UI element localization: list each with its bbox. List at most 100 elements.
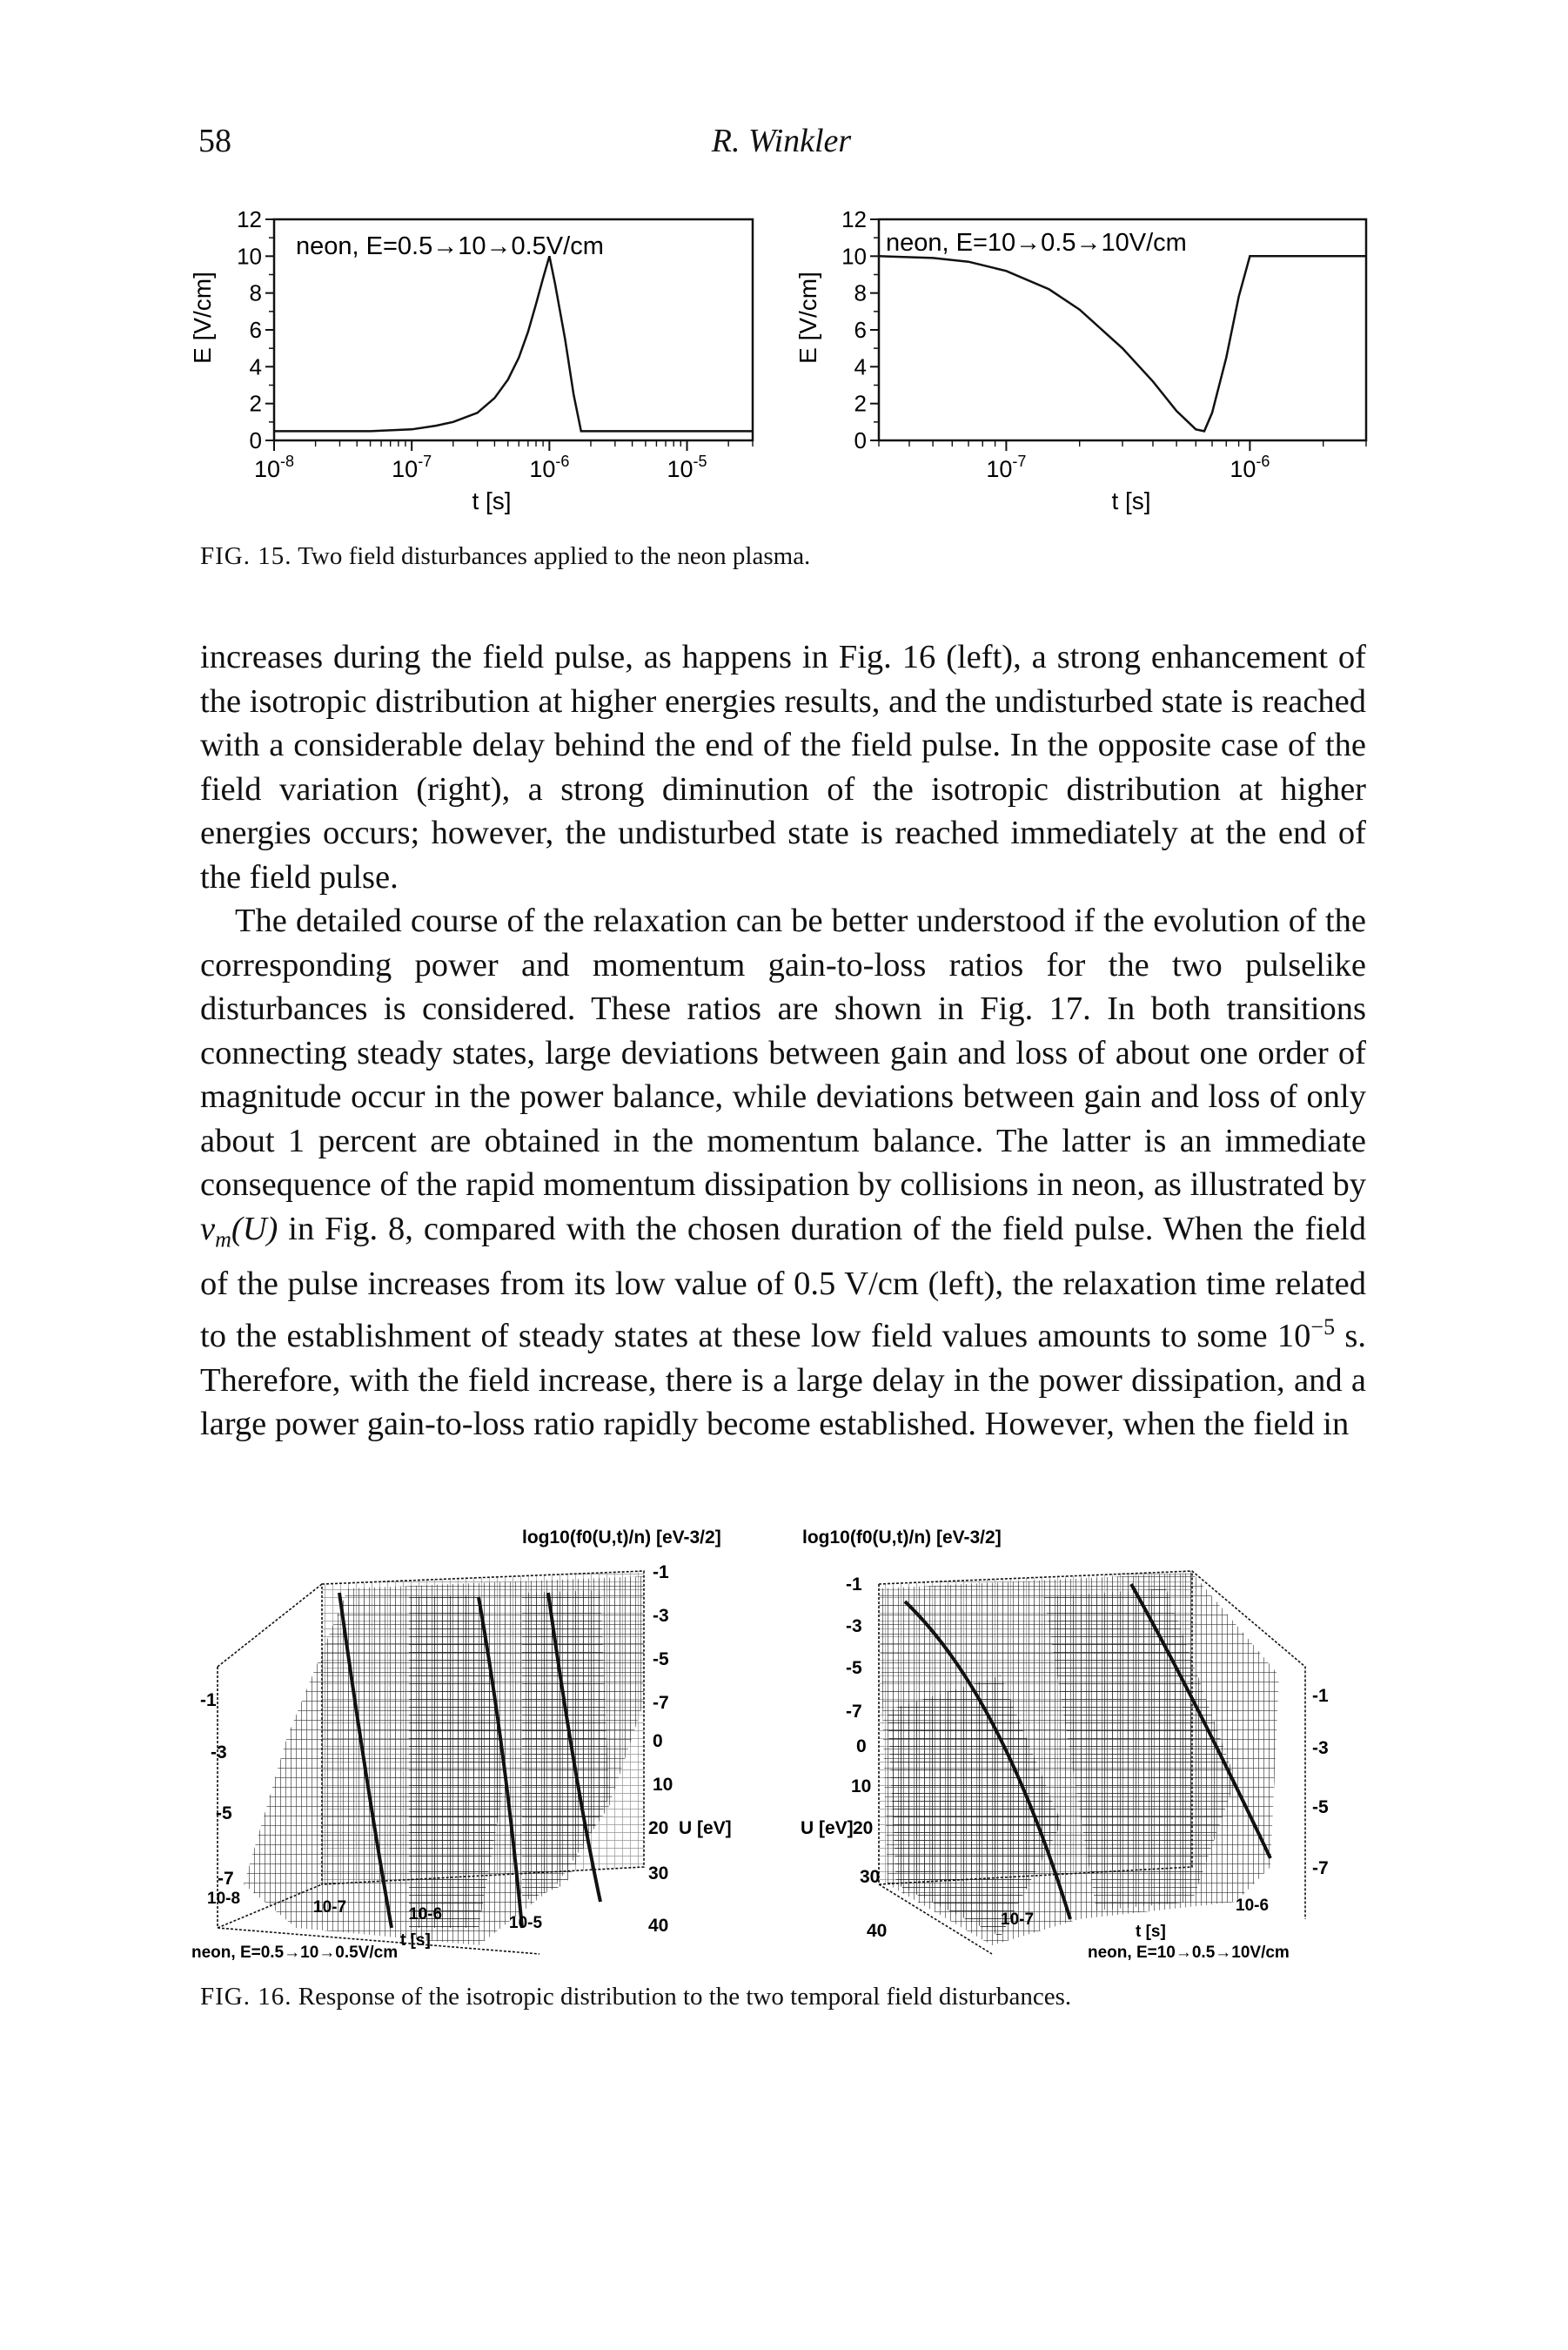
fig16-right-t-ticks: 10-7 10-6 t [s]	[1001, 1897, 1269, 1941]
svg-text:10-6: 10-6	[1236, 1897, 1269, 1915]
running-head: R. Winkler	[711, 123, 852, 159]
fig16-caption-label: FIG. 16.	[200, 1983, 292, 2011]
svg-text:-1: -1	[653, 1562, 669, 1582]
fig15-left-xtick-label: 10-7	[392, 453, 432, 482]
svg-text:30: 30	[648, 1863, 668, 1883]
fig15-right-ytick-label: 8	[854, 280, 867, 306]
svg-text:-1: -1	[1312, 1686, 1329, 1706]
svg-text:-5: -5	[1312, 1797, 1329, 1817]
fig15-left-xtick-label: 10-6	[529, 453, 569, 482]
fig16-left-surface: log10(f0(U,t)/n) [eV-3/2] -1 -3 -5 -7 -1…	[191, 1528, 732, 1962]
fig16-left-zlabel: log10(f0(U,t)/n) [eV-3/2]	[522, 1528, 721, 1548]
fig15-left-chart: E [V/cm] 0 2 4 6 8 10 12 10-8 10-7 10-6 10-5 neon…	[189, 206, 754, 514]
fig16-left-ridge	[338, 1592, 602, 1929]
svg-text:-3: -3	[211, 1742, 227, 1762]
fig16-right-u-ticks: 0 10 U [eV] 20 30 40	[801, 1736, 887, 1941]
svg-text:0: 0	[653, 1731, 663, 1751]
fig15-right-ytick-label: 4	[854, 353, 867, 379]
svg-text:30: 30	[860, 1867, 880, 1887]
svg-text:-5: -5	[846, 1658, 862, 1678]
fig16-right-z-ticks-left: -1 -3 -5 -7	[846, 1574, 862, 1722]
fig16-left-u-label: U [eV]	[679, 1818, 732, 1838]
body-text: increases during the field pulse, as hap…	[200, 635, 1366, 1447]
fig15-right-series-line	[878, 255, 1366, 433]
fig15-left-xticks: 10-8 10-7 10-6 10-5	[254, 440, 754, 482]
fig15-right-ytick-label: 0	[854, 427, 867, 453]
svg-text:-3: -3	[846, 1616, 862, 1636]
fig16-left-z-ticks-left: -1 -3 -5 -7	[200, 1690, 234, 1889]
svg-text:20: 20	[853, 1818, 873, 1838]
fig16-right-z-ticks-right: -1 -3 -5 -7	[1312, 1686, 1329, 1878]
svg-text:-1: -1	[846, 1574, 862, 1595]
fig15-left-frame	[272, 218, 754, 442]
svg-text:-7: -7	[218, 1869, 234, 1889]
fig16-left-surface-mesh-2	[409, 1595, 505, 1928]
svg-text:-5: -5	[216, 1803, 232, 1823]
fig15-left-ytick-label: 2	[250, 391, 262, 417]
fig15-caption-text: Two field disturbances applied to the ne…	[298, 542, 811, 570]
fig15-left-ytick-label: 6	[250, 317, 262, 343]
fig16-right-surface-mesh-3	[1044, 1588, 1236, 1910]
fig15-left-xtick-label: 10-5	[667, 453, 707, 482]
fig15-right-ylabel: E [V/cm]	[794, 272, 821, 364]
fig16-right-zlabel: log10(f0(U,t)/n) [eV-3/2]	[802, 1528, 1002, 1548]
fig15-left-xlabel: t [s]	[472, 487, 511, 514]
svg-text:0: 0	[856, 1736, 867, 1756]
fig15-left-title: neon, E=0.5→10→0.5V/cm	[296, 232, 604, 260]
svg-text:10: 10	[851, 1776, 871, 1796]
svg-text:10: 10	[653, 1775, 673, 1795]
fig15-left-ytick-label: 8	[250, 280, 262, 306]
fig15-left-yticks: 0 2 4 6 8 10 12	[237, 206, 274, 453]
fig15-right-yticks: 0 2 4 6 8 10 12	[841, 206, 879, 453]
svg-text:10-6: 10-6	[409, 1905, 442, 1924]
fig15-caption-label: FIG. 15.	[200, 542, 292, 570]
body-paragraph-2: The detailed course of the relaxation ca…	[200, 903, 1366, 1443]
fig15-left-ytick-label: 4	[250, 353, 262, 379]
fig16-left-u-ticks: 0 10 20 U [eV] 30 40	[648, 1731, 732, 1936]
svg-text:-7: -7	[846, 1702, 862, 1722]
svg-text:10-7: 10-7	[313, 1898, 346, 1917]
fig15-right-ytick-label: 10	[841, 243, 867, 269]
page-number: 58	[198, 123, 231, 159]
svg-text:-7: -7	[653, 1693, 669, 1713]
fig15-left-ylabel: E [V/cm]	[189, 272, 216, 364]
body-paragraph-1: increases during the field pulse, as hap…	[200, 639, 1366, 896]
fig16-left-t-ticks: 10-8 10-7 10-6 10-5 t [s]	[207, 1890, 542, 1950]
fig15-right-ytick-label: 2	[854, 391, 867, 417]
svg-text:10-8: 10-8	[207, 1890, 240, 1908]
svg-text:-7: -7	[1312, 1858, 1329, 1878]
svg-text:40: 40	[867, 1921, 887, 1941]
fig15-left-ytick-label: 12	[237, 206, 262, 232]
fig15-left-ytick-label: 10	[237, 243, 262, 269]
svg-text:20: 20	[648, 1818, 668, 1838]
svg-text:10-5: 10-5	[509, 1914, 542, 1932]
svg-text:-3: -3	[1312, 1738, 1329, 1758]
fig15-caption: FIG. 15. Two field disturbances applied …	[200, 542, 810, 571]
svg-text:10-7: 10-7	[1001, 1910, 1034, 1929]
fig15-left-series-line	[274, 255, 753, 433]
fig16-caption-text: Response of the isotropic distribution t…	[298, 1983, 1072, 2011]
svg-text:40: 40	[648, 1916, 668, 1936]
svg-text:-5: -5	[653, 1649, 669, 1669]
fig16-caption: FIG. 16. Response of the isotropic distr…	[200, 1983, 1071, 2011]
svg-text:-3: -3	[653, 1606, 669, 1626]
fig15-right-xtick-label: 10-7	[986, 453, 1026, 482]
fig16-left-condition: neon, E=0.5→10→0.5V/cm	[191, 1944, 398, 1962]
fig15-left-ytick-label: 0	[250, 427, 262, 453]
fig15-left-xtick-label: 10-8	[254, 453, 294, 482]
fig16-right-condition: neon, E=10→0.5→10V/cm	[1088, 1944, 1290, 1962]
fig15-right-frame	[877, 218, 1368, 442]
fig15-right-ytick-label: 6	[854, 317, 867, 343]
fig15-right-ytick-label: 12	[841, 206, 867, 232]
svg-text:-1: -1	[200, 1690, 217, 1710]
fig16-left-surface-mesh-3	[522, 1590, 609, 1902]
fig15-right-title: neon, E=10→0.5→10V/cm	[886, 229, 1187, 257]
fig16-right-t-label: t [s]	[1136, 1923, 1166, 1941]
fig16-right-u-label: U [eV]	[801, 1818, 854, 1838]
fig15-right-xlabel: t [s]	[1111, 487, 1150, 514]
fig16-right-surface: log10(f0(U,t)/n) [eV-3/2] -1 -3 -5 -7 -1…	[801, 1528, 1329, 1962]
fig16-left-t-label: t [s]	[400, 1931, 431, 1950]
fig16-left-z-ticks-right: -1 -3 -5 -7	[653, 1562, 669, 1713]
